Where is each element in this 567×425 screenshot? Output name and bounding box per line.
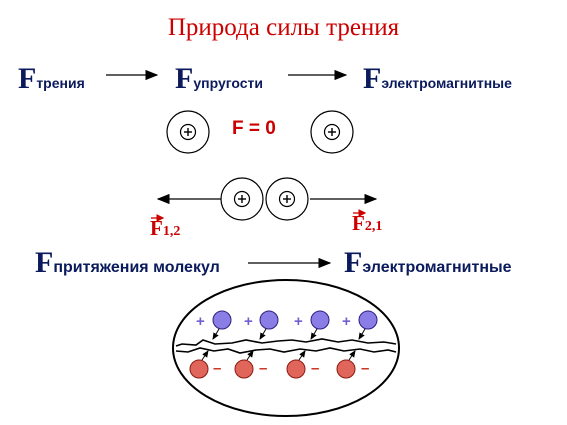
atom-left bbox=[166, 110, 210, 154]
zero-force-label: F = 0 bbox=[232, 118, 276, 139]
positive-particle bbox=[310, 310, 330, 340]
negative-particle bbox=[336, 350, 356, 379]
vector-f21-label: F2,1 bbox=[352, 211, 383, 235]
atom-right bbox=[310, 110, 354, 154]
plus-sign: + bbox=[244, 313, 253, 330]
negative-particle bbox=[286, 350, 306, 379]
plus-sign: + bbox=[294, 313, 303, 330]
atom-pair-right bbox=[265, 177, 309, 221]
negative-particle bbox=[234, 350, 254, 379]
negative-particle bbox=[189, 350, 209, 379]
positive-particles bbox=[212, 310, 378, 340]
positive-particle bbox=[212, 310, 232, 340]
contact-zone-ellipse bbox=[172, 279, 400, 417]
minus-sign: – bbox=[361, 360, 369, 377]
force-electromagnetic-label-2: Fэлектромагнитные bbox=[344, 246, 512, 279]
atom-pair-left bbox=[220, 177, 264, 221]
minus-sign: – bbox=[311, 360, 319, 377]
force-friction-label: Fтрения bbox=[18, 62, 85, 95]
surface-top bbox=[175, 338, 397, 347]
negative-particles bbox=[189, 350, 356, 379]
negative-signs: – – – – bbox=[213, 360, 369, 377]
minus-sign: – bbox=[213, 360, 221, 377]
force-elastic-label: Fупругости bbox=[175, 62, 263, 95]
surface-bottom bbox=[175, 347, 397, 354]
minus-sign: – bbox=[259, 360, 267, 377]
slide-title: Природа силы трения bbox=[167, 14, 400, 41]
force-molecular-attraction-label: Fпритяжения молекул bbox=[35, 246, 220, 279]
force-electromagnetic-label: Fэлектромагнитные bbox=[363, 62, 512, 95]
positive-signs: + + + + bbox=[196, 313, 351, 330]
positive-particle bbox=[259, 310, 279, 340]
vector-f12-label: F1,2 bbox=[150, 216, 181, 240]
plus-sign: + bbox=[342, 313, 351, 330]
positive-particle bbox=[358, 310, 378, 340]
plus-sign: + bbox=[196, 313, 205, 330]
